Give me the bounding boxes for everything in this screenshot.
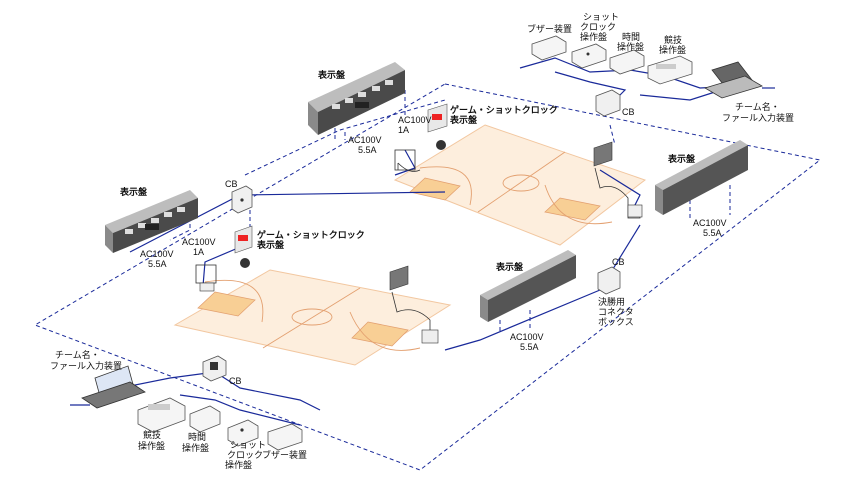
signal-wiring <box>70 57 775 426</box>
team-foul-input-top-label-2: ファール入力装置 <box>722 112 794 123</box>
team-foul-input-laptop-top <box>704 61 763 99</box>
hoop-upper-left <box>394 103 448 172</box>
shot-clock-console-bottom-label-3: 操作盤 <box>225 459 252 470</box>
time-console-bottom-label-2: 操作盤 <box>182 442 209 453</box>
power-rating-left-board-amp: 5.5A <box>148 259 167 269</box>
power-rating-lower-clock-amp: 1A <box>193 247 204 257</box>
team-foul-input-laptop-bottom <box>81 365 146 409</box>
shot-clock-camera-upper <box>436 140 446 150</box>
cb-right-label: CB <box>612 257 625 267</box>
time-console-bottom-label-1: 時間 <box>188 432 206 442</box>
power-rating-top-board-amp: 5.5A <box>358 145 377 155</box>
power-rating-bottom-board-volt: AC100V <box>510 332 544 342</box>
game-console-bottom-label-2: 操作盤 <box>138 440 165 451</box>
team-foul-input-bottom-label-2: ファール入力装置 <box>50 360 122 371</box>
cb-box-top-right <box>595 89 621 117</box>
cb-left-label: CB <box>225 179 238 189</box>
hall-boundary <box>33 83 822 471</box>
game-console-top <box>647 55 693 85</box>
game-shot-clock-lower-label-1: ゲーム・ショットクロック <box>257 229 365 240</box>
display-board-bottom-label: 表示盤 <box>495 261 524 272</box>
final-connector-label-2: コネクタ <box>598 307 634 317</box>
cb-top-right-label: CB <box>622 107 635 117</box>
final-connector-label-3: ボックス <box>598 317 634 327</box>
time-console-top <box>609 49 645 75</box>
cb-box-final-connector <box>597 266 621 295</box>
power-rating-top-board-volt: AC100V <box>348 135 382 145</box>
power-rating-left-board-volt: AC100V <box>140 249 174 259</box>
game-shot-clock-upper-label-1: ゲーム・ショットクロック <box>450 104 558 115</box>
time-console-bottom <box>189 405 221 433</box>
team-foul-input-top-label-1: チーム名・ <box>735 101 780 112</box>
cb-box-bottom-left <box>202 355 227 382</box>
cb-box-left <box>231 185 253 214</box>
shot-clock-console-bottom-label-2: クロック <box>227 450 263 460</box>
display-board-left-label: 表示盤 <box>119 186 148 197</box>
game-console-top-label-2: 操作盤 <box>659 44 686 55</box>
lower-court <box>173 269 452 366</box>
buzzer-device-top <box>531 35 567 61</box>
game-shot-clock-lower-label-2: 表示盤 <box>256 239 285 250</box>
display-board-top-label: 表示盤 <box>317 69 346 80</box>
game-console-top-label-1: 競技 <box>664 34 682 45</box>
shot-clock-console-top-label-2: クロック <box>580 22 616 32</box>
game-shot-clock-upper-label-2: 表示盤 <box>449 114 478 125</box>
hoop-lower-left <box>195 225 253 292</box>
shot-clock-console-top-label-3: 操作盤 <box>580 31 607 42</box>
display-board-top <box>308 62 405 135</box>
team-foul-input-bottom-label-1: チーム名・ <box>55 349 100 360</box>
hoop-upper-right <box>593 141 643 219</box>
power-rating-upper-clock-amp: 1A <box>398 125 409 135</box>
display-board-bottom <box>480 250 576 322</box>
time-console-top-label-1: 時間 <box>622 32 640 42</box>
game-console-bottom <box>137 397 186 433</box>
power-rating-upper-clock-volt: AC100V <box>398 115 432 125</box>
upper-court <box>393 124 647 246</box>
buzzer-device-bottom <box>267 423 303 451</box>
final-connector-label-1: 決勝用 <box>598 296 625 307</box>
shot-clock-console-top-label-1: ショット <box>583 12 619 22</box>
power-rating-right-board-volt: AC100V <box>693 218 727 228</box>
buzzer-bottom-label: ブザー装置 <box>262 449 307 460</box>
shot-clock-console-top <box>571 43 607 69</box>
display-board-right-label: 表示盤 <box>667 153 696 164</box>
display-board-left <box>105 190 198 253</box>
cb-bottom-left-label: CB <box>229 376 242 386</box>
time-console-top-label-2: 操作盤 <box>617 41 644 52</box>
display-board-right <box>655 140 748 215</box>
hoop-lower-right <box>389 265 439 344</box>
power-rating-right-board-amp: 5.5A <box>703 228 722 238</box>
game-console-bottom-label-1: 競技 <box>143 429 161 440</box>
power-rating-bottom-board-amp: 5.5A <box>520 342 539 352</box>
power-rating-lower-clock-volt: AC100V <box>182 237 216 247</box>
buzzer-top-label: ブザー装置 <box>527 23 572 34</box>
shot-clock-console-bottom-label-1: ショット <box>230 440 266 450</box>
shot-clock-console-bottom <box>227 419 259 447</box>
